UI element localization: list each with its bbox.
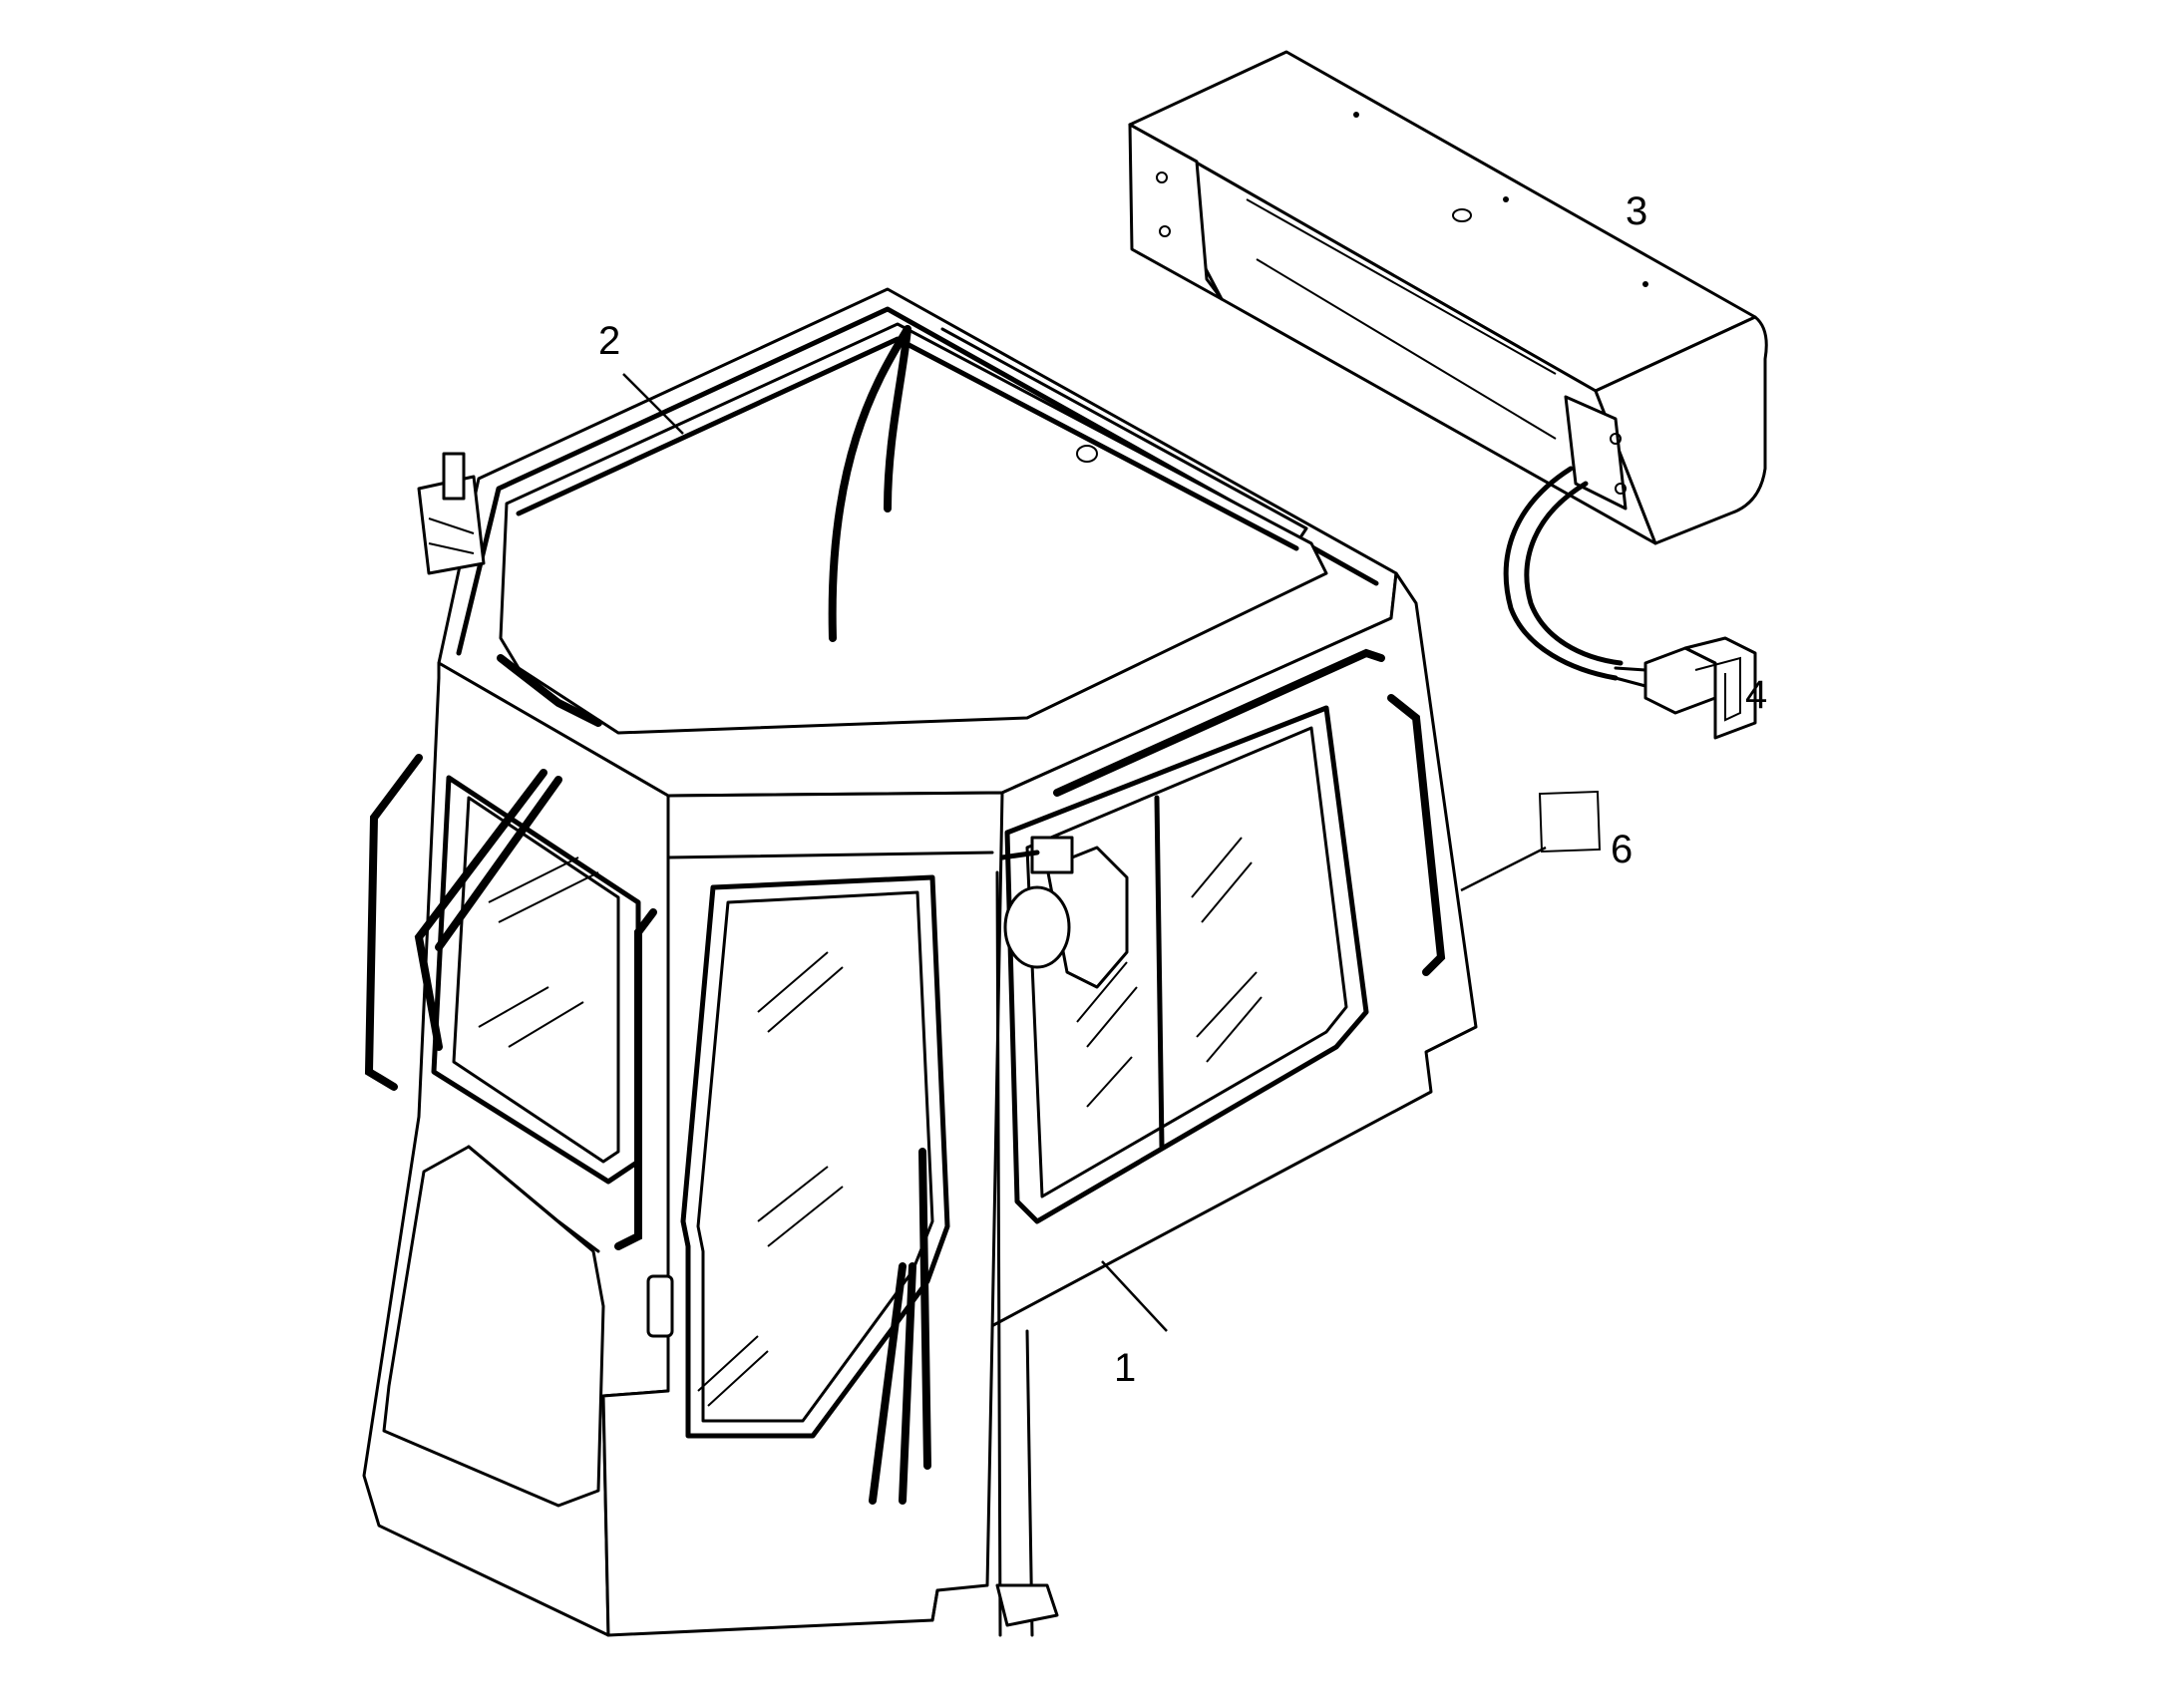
callout-label-3: 3 <box>1626 189 1647 233</box>
left-lower-panel <box>382 1145 605 1508</box>
front-door-window <box>680 874 950 1439</box>
callout-leaders <box>622 373 1547 1332</box>
right-mirror <box>999 836 1129 989</box>
right-side-windows <box>1004 705 1369 1224</box>
connector-part-4 <box>1503 466 1757 740</box>
callout-label-4: 4 <box>1745 673 1767 717</box>
roof-unit-part-3 <box>1128 50 1768 545</box>
left-mirror <box>417 452 486 575</box>
cab-body-part-1 <box>362 287 1478 1637</box>
roof-unit-grille <box>1246 198 1557 440</box>
callout-label-6: 6 <box>1611 828 1633 871</box>
callout-label-1: 1 <box>1114 1346 1136 1390</box>
decal-part-6 <box>1538 790 1602 854</box>
callout-label-2: 2 <box>598 319 620 363</box>
